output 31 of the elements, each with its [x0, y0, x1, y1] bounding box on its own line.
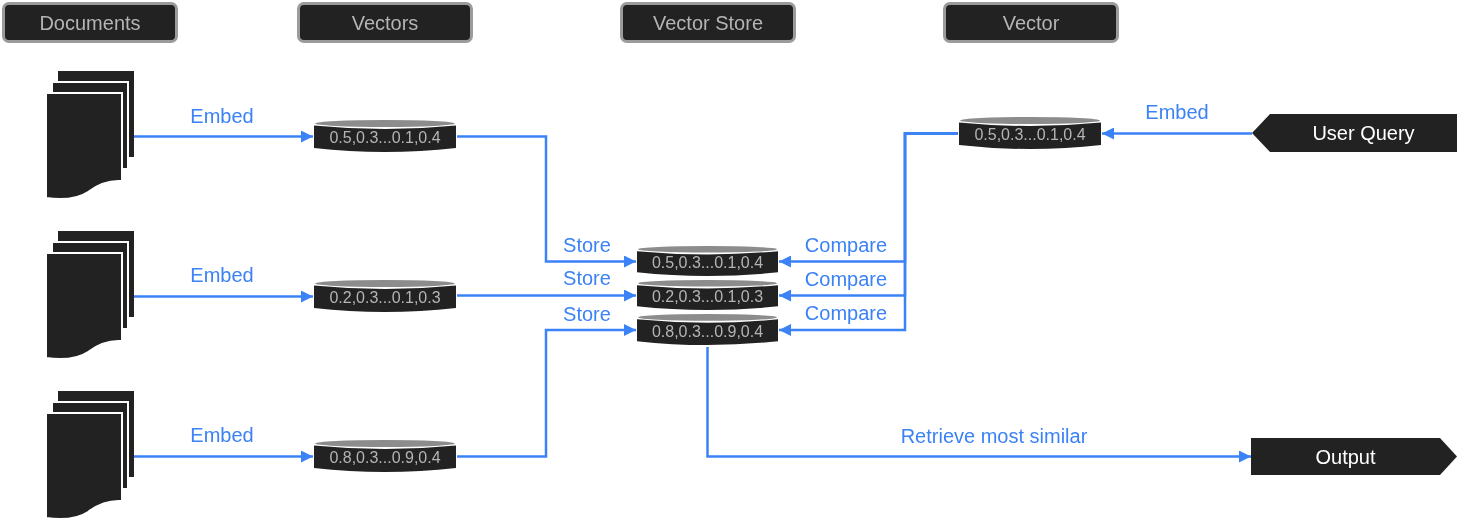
- header-label: Vector Store: [652, 12, 764, 33]
- arrow: [457, 135, 636, 268]
- column-header: [2, 2, 178, 43]
- arrow: [706, 347, 1251, 463]
- banner-label: User Query: [1312, 123, 1415, 143]
- arrow: [457, 324, 636, 458]
- arrow: [457, 289, 636, 302]
- column-header: [297, 2, 473, 43]
- header-label: Vector: [1002, 12, 1060, 33]
- vector-values: 0.5,0.3...0.1,0.4: [651, 255, 764, 271]
- banner-label: Output: [1315, 446, 1376, 467]
- vector-values: 0.2,0.3...0.1,0.3: [651, 289, 764, 305]
- column-header: [943, 2, 1119, 43]
- arrow: [134, 130, 313, 143]
- vector-values: 0.2,0.3...0.1,0.3: [329, 290, 441, 306]
- document-stack-icon: [45, 230, 134, 361]
- vector-values: 0.5,0.3...0.1,0.4: [974, 127, 1086, 143]
- column-header: [620, 2, 796, 43]
- pointer-banner: [1251, 438, 1457, 475]
- pointer-banner: [1252, 114, 1457, 152]
- document-stack-icon: [45, 70, 134, 201]
- arrow: [134, 290, 313, 303]
- arrow: [1102, 127, 1252, 140]
- vector-values: 0.5,0.3...0.1,0.4: [329, 130, 441, 146]
- header-label: Documents: [39, 12, 141, 33]
- vector-values: 0.8,0.3...0.9,0.4: [651, 323, 764, 340]
- arrow: [779, 132, 958, 336]
- arrow: [134, 450, 313, 463]
- header-label: Vectors: [351, 12, 419, 33]
- vector-values: 0.8,0.3...0.9,0.4: [329, 450, 441, 466]
- document-stack-icon: [45, 390, 134, 521]
